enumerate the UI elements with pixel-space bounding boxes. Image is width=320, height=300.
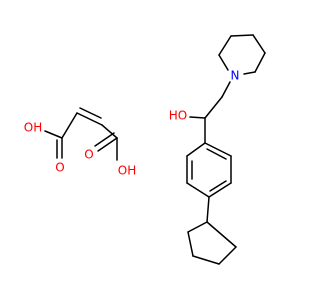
bond-ar-6 (204, 142, 232, 157)
bond-c2-c3-double (79, 107, 102, 119)
atom-hydroxyl: HO (169, 109, 187, 123)
bond-cp-3 (192, 255, 220, 265)
bond-cp-2 (187, 231, 194, 257)
bond-cp-5 (206, 221, 237, 248)
bond-cp-4 (218, 246, 237, 265)
cyclopentyl-ring (187, 196, 237, 265)
bond-c2-c3 (76, 112, 103, 126)
benzene-ring (186, 142, 232, 198)
bond-c3-c4 (101, 124, 118, 139)
bond-ar-1 (186, 142, 206, 157)
bond-ch-oh (189, 116, 206, 119)
bond-pip-3 (254, 52, 266, 73)
bond-c1-oh (44, 130, 63, 139)
bond-ar-inner-2 (209, 180, 227, 192)
bond-ar-3 (186, 182, 210, 198)
atom-o-left: O (55, 161, 64, 175)
bond-c4-o-double (94, 132, 115, 147)
bond-pip-2 (252, 34, 266, 54)
atom-nitrogen: N (231, 69, 240, 83)
bond-ar-4 (208, 182, 232, 198)
bond-pip-6 (218, 54, 229, 71)
bond-pip-5 (218, 35, 232, 56)
ethanol-linker: HO (169, 81, 231, 144)
bond-ar-cp (206, 196, 210, 223)
piperidine-ring: N (218, 34, 266, 83)
bond-ch2-ch (204, 96, 223, 119)
bond-c4-o (97, 137, 118, 152)
bond-pip-1 (230, 34, 254, 37)
molecule-diagram: OH O O OH N HO (24, 34, 266, 265)
bond-cp-1 (187, 221, 208, 233)
bond-c1-c2 (61, 112, 78, 139)
atom-oh-left: OH (24, 121, 42, 135)
atom-o-right: O (84, 148, 93, 162)
bond-pip-4 (243, 71, 256, 75)
maleic-acid: OH O O OH (24, 107, 136, 178)
bond-ar-inner-3 (206, 148, 227, 160)
bond-n-ch2 (221, 81, 231, 98)
atom-oh-right: OH (118, 164, 136, 178)
